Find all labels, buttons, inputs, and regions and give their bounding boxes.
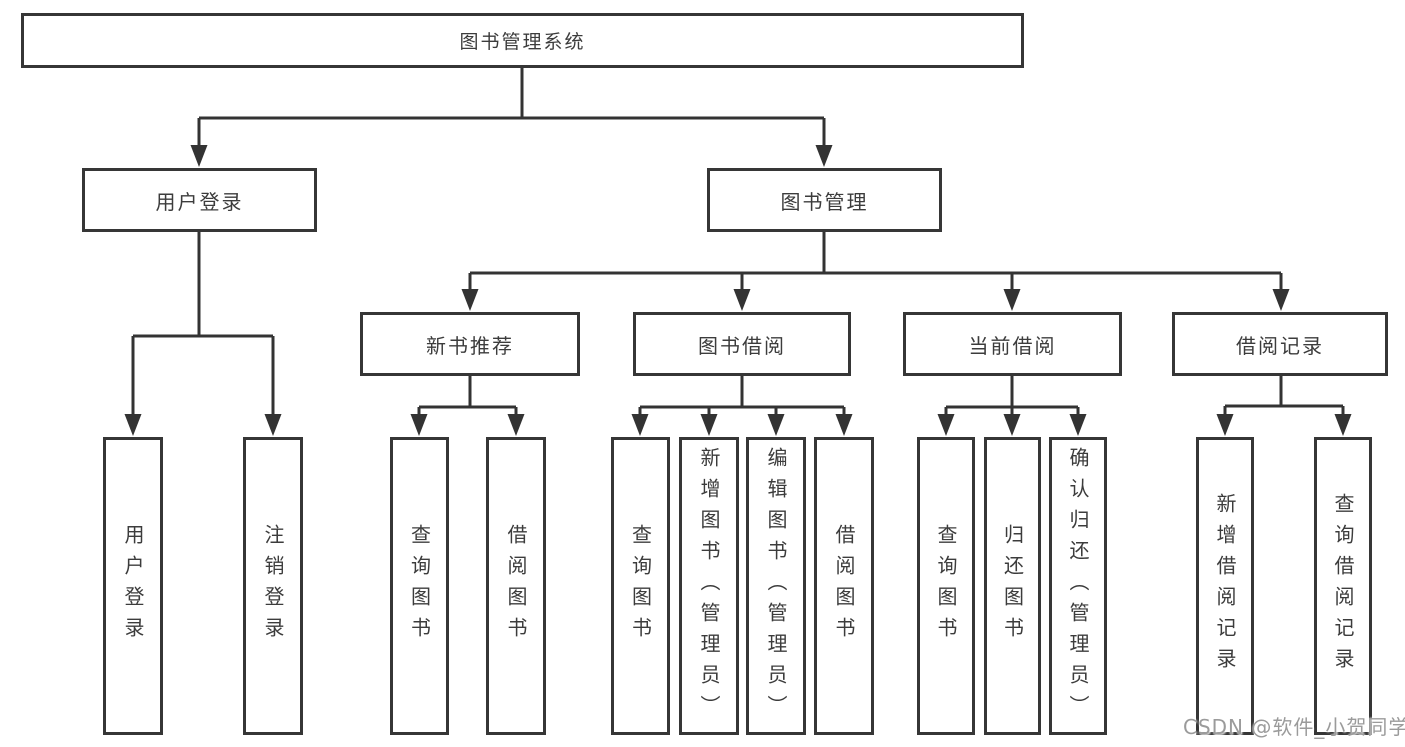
leaf-label: 归还图书 [1000,524,1025,648]
leaf-label: 新增借阅记录 [1213,493,1237,679]
leaf-borrow-books-borrow: 借阅图书 [814,437,874,735]
leaf-label: 确认归还（管理员） [1066,446,1090,726]
leaf-label: 借阅图书 [504,524,528,648]
leaf-label: 借阅图书 [832,524,856,648]
node-root-library-system: 图书管理系统 [21,13,1024,68]
node-current-borrowing: 当前借阅 [903,312,1122,376]
leaf-logout: 注销登录 [243,437,303,735]
csdn-watermark: CSDN @软件_小贺同学 [1183,715,1405,739]
leaf-user-login: 用户登录 [103,437,163,735]
leaf-query-books-recommend: 查询图书 [390,437,449,735]
leaf-add-borrow-record: 新增借阅记录 [1196,437,1254,735]
leaf-label: 查询图书 [934,524,958,648]
leaf-label: 用户登录 [121,524,145,648]
leaf-label: 查询借阅记录 [1331,493,1355,679]
leaf-label: 查询图书 [407,524,432,648]
leaf-label: 查询图书 [628,524,653,648]
leaf-edit-book-admin: 编辑图书（管理员） [746,437,806,735]
leaf-label: 注销登录 [261,524,285,648]
node-borrow-records: 借阅记录 [1172,312,1388,376]
leaf-label: 新增图书（管理员） [697,446,721,726]
leaf-label: 编辑图书（管理员） [764,446,788,726]
leaf-query-borrow-record: 查询借阅记录 [1314,437,1372,735]
node-new-book-recommend: 新书推荐 [360,312,580,376]
leaf-confirm-return-admin: 确认归还（管理员） [1049,437,1107,735]
node-user-login: 用户登录 [82,168,317,232]
leaf-query-books-borrow: 查询图书 [611,437,670,735]
node-book-management: 图书管理 [707,168,942,232]
leaf-query-books-current: 查询图书 [917,437,975,735]
connector-lines [131,68,1345,416]
leaf-borrow-books-recommend: 借阅图书 [486,437,546,735]
node-book-borrowing: 图书借阅 [633,312,851,376]
leaf-add-book-admin: 新增图书（管理员） [679,437,739,735]
leaf-return-books: 归还图书 [984,437,1041,735]
